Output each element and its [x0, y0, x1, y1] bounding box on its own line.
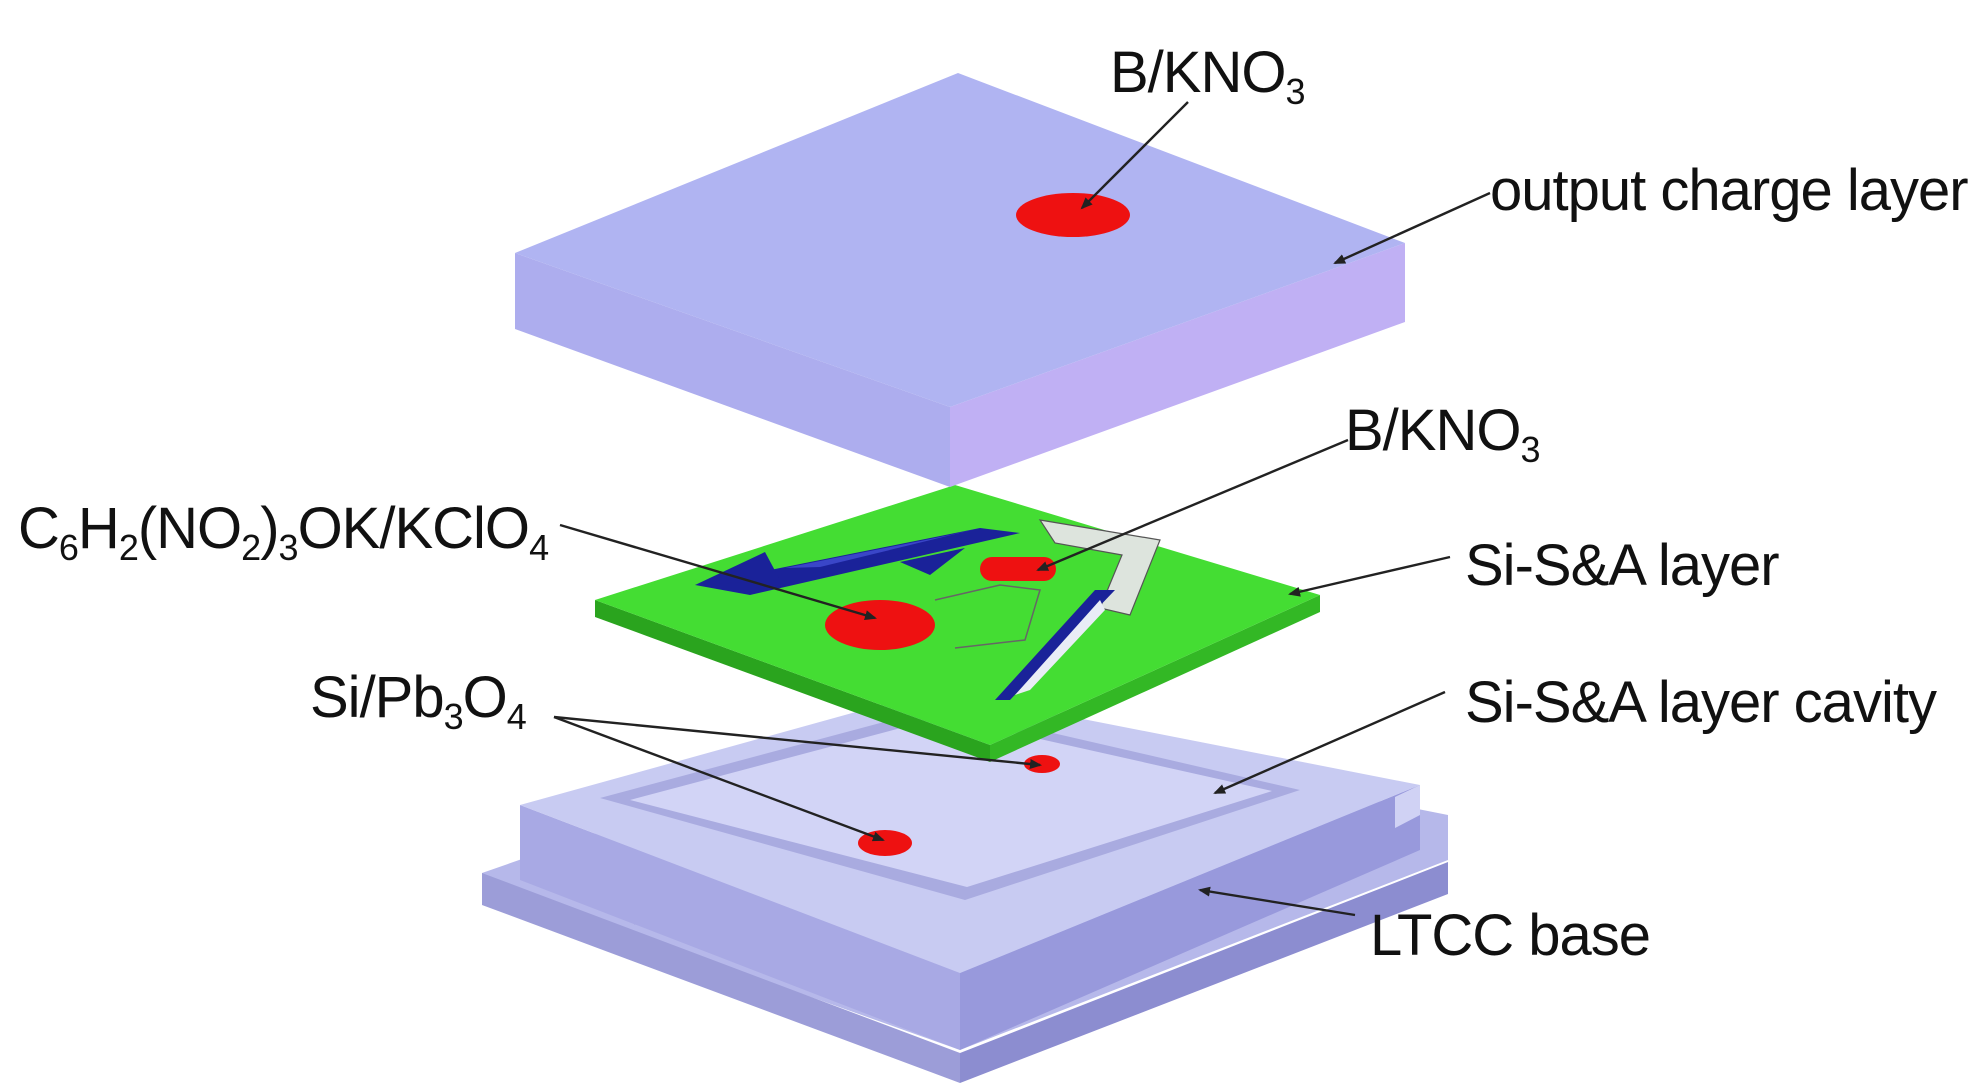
label-bkno3-top: B/KNO3 — [1110, 40, 1305, 112]
label-si-sa-layer: Si-S&A layer — [1465, 533, 1779, 598]
output-layer-right — [950, 243, 1405, 487]
base-notch — [1395, 785, 1420, 828]
actuator-tri-left — [695, 552, 780, 585]
base-block-front — [520, 805, 960, 1050]
label-output-charge-layer: output charge layer — [1490, 158, 1968, 223]
leader-bkno3-top — [1080, 101, 1189, 210]
cavity-floor — [630, 717, 1272, 887]
base-flange-right — [960, 862, 1448, 1083]
si-frame-line — [934, 584, 1041, 649]
leader-lines — [553, 101, 1491, 917]
bkno3-mid-charge — [980, 557, 1056, 581]
output-layer-top — [515, 73, 1405, 407]
base-block-right — [960, 785, 1420, 1050]
leader-ltcc-base — [1198, 886, 1356, 917]
leader-c6h2 — [559, 523, 877, 620]
label-bkno3-mid: B/KNO3 — [1345, 398, 1540, 470]
leader-cavity — [1213, 690, 1446, 795]
si-layer-right — [990, 595, 1320, 762]
leader-output-layer — [1333, 191, 1491, 265]
label-si-pb3o4: Si/Pb3O4 — [310, 665, 526, 737]
ltcc-base — [482, 690, 1448, 1083]
output-layer-front — [515, 253, 950, 487]
bkno3-top-charge — [1016, 193, 1130, 237]
base-flange-front — [482, 873, 960, 1083]
leader-bkno3-mid — [1036, 438, 1349, 572]
actuator-tri-mid — [900, 548, 965, 575]
leader-si-sa-layer — [1288, 555, 1451, 597]
si-layer-top — [595, 485, 1320, 745]
label-c6h2-formula: C6H2(NO2)3OK/KClO4 — [18, 496, 548, 568]
si-sa-layer — [595, 485, 1320, 762]
si-layer-front — [595, 600, 990, 762]
label-si-sa-layer-cavity: Si-S&A layer cavity — [1465, 670, 1937, 735]
leader-pb3o4-large — [553, 715, 885, 842]
output-charge-layer — [515, 73, 1405, 487]
leader-pb3o4-small — [553, 715, 1042, 769]
label-ltcc-base: LTCC base — [1370, 903, 1650, 968]
actuator-beam-lower-2 — [1015, 600, 1105, 695]
